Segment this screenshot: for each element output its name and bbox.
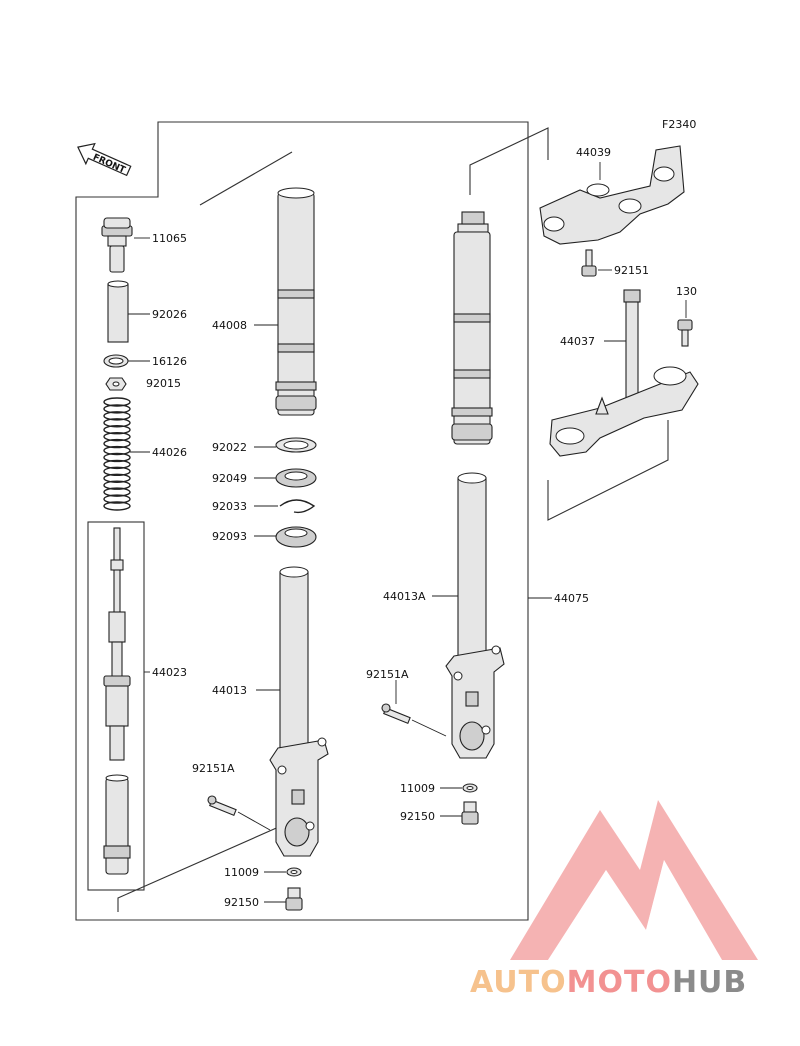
upper-triple-clamp-44039 <box>539 145 685 245</box>
watermark-logo: AUTOMOTOHUB <box>470 800 758 1000</box>
washer-16126 <box>103 354 129 368</box>
label-92093: 92093 <box>212 530 247 543</box>
watermark-part3: HUB <box>672 965 747 1000</box>
bolt-92150-left <box>285 887 303 911</box>
spacer-92026 <box>107 280 129 343</box>
label-92026: 92026 <box>152 308 187 321</box>
spring-coil <box>103 445 131 456</box>
bolt-92151A-left <box>207 795 237 817</box>
spring-coil <box>103 466 131 477</box>
spring-coil <box>103 487 131 497</box>
svg-text:AUTOMOTOHUB: AUTOMOTOHUB <box>470 965 747 1000</box>
spring-coil <box>103 494 131 504</box>
label-92150-left: 92150 <box>224 896 259 909</box>
inner-tube-44013 <box>269 566 329 857</box>
label-92022: 92022 <box>212 441 247 454</box>
outer-tube-upper-right <box>451 211 493 445</box>
label-11065: 11065 <box>152 232 187 245</box>
bolt-92150-right <box>461 801 479 825</box>
damper-cartridge-frame <box>87 521 145 891</box>
clip-92033 <box>279 499 316 514</box>
spring-coil <box>103 411 131 421</box>
label-44013: 44013 <box>212 684 247 697</box>
spring-coil <box>103 431 131 442</box>
label-11009-left: 11009 <box>224 866 259 879</box>
spring-coil <box>103 501 131 511</box>
label-44026: 44026 <box>152 446 187 459</box>
steering-stem-44037 <box>549 289 699 457</box>
watermark-part1: AUTO <box>470 965 567 1000</box>
washer-11009-left <box>286 867 302 877</box>
label-92150-right: 92150 <box>400 810 435 823</box>
spring-coil <box>103 425 131 435</box>
label-92015: 92015 <box>146 377 181 390</box>
label-92151: 92151 <box>614 264 649 277</box>
outer-tube-bracket <box>199 151 293 206</box>
front-arrow-icon: FRONT <box>77 142 132 177</box>
bolt-92151A-right <box>381 703 411 725</box>
triple-clamp-frame <box>547 420 669 521</box>
spring-coil <box>103 397 131 407</box>
bolt-92151 <box>581 249 597 277</box>
label-44013A: 44013A <box>383 590 426 603</box>
spring-44026 <box>103 397 131 511</box>
spring-coil <box>103 459 131 470</box>
spring-coil <box>103 452 131 463</box>
label-44037: 44037 <box>560 335 595 348</box>
left-assembly-frame <box>75 121 529 921</box>
label-130: 130 <box>676 285 697 298</box>
label-92151A-right: 92151A <box>366 668 409 681</box>
label-92049: 92049 <box>212 472 247 485</box>
label-44075: 44075 <box>554 592 589 605</box>
right-tube-bracket <box>469 127 549 195</box>
bolt-130 <box>677 319 693 347</box>
spring-coil <box>103 404 131 414</box>
damper-cartridge-44023 <box>103 527 131 875</box>
watermark-part2: MOTO <box>567 965 672 1000</box>
oil-seal-92049 <box>275 468 317 488</box>
label-44039: 44039 <box>576 146 611 159</box>
outer-tube-44008 <box>275 187 317 416</box>
nut-92015 <box>105 377 127 391</box>
label-92033: 92033 <box>212 500 247 513</box>
washer-11009-right <box>462 783 478 793</box>
fork-cap-11065 <box>101 217 133 273</box>
spring-coil <box>103 480 131 490</box>
spring-coil <box>103 473 131 483</box>
inner-tube-44013A <box>445 472 505 759</box>
label-92151A-left: 92151A <box>192 762 235 775</box>
bottom-bracket <box>117 821 291 912</box>
label-11009-right: 11009 <box>400 782 435 795</box>
spring-coil <box>103 438 131 449</box>
spring-coil <box>103 418 131 428</box>
seal-92022 <box>275 437 317 453</box>
dust-seal-92093 <box>275 526 317 548</box>
label-44008: 44008 <box>212 319 247 332</box>
label-16126: 16126 <box>152 355 187 368</box>
label-44023: 44023 <box>152 666 187 679</box>
diagram-code: F2340 <box>662 118 696 131</box>
